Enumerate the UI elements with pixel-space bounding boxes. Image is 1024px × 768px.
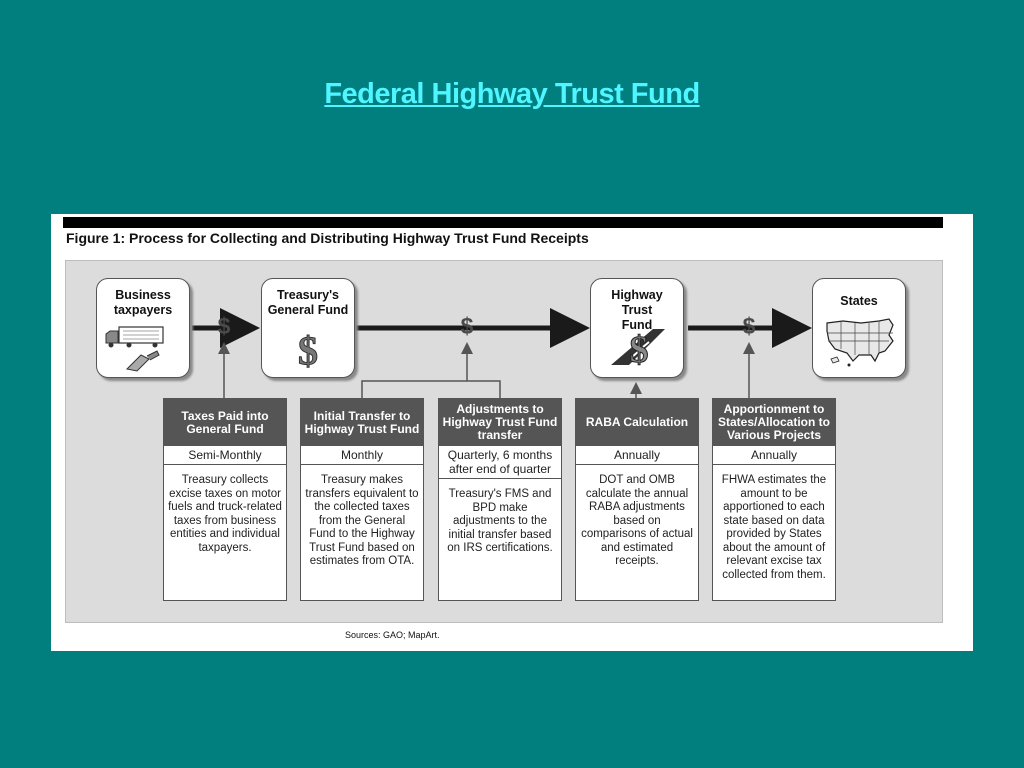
slide-title: Federal Highway Trust Fund	[324, 78, 700, 110]
node-treasury-general-fund: Treasury's General Fund $	[261, 278, 355, 378]
figure-sources: Sources: GAO; MapArt.	[345, 630, 440, 640]
truck-and-fuel-nozzle-icon	[105, 326, 164, 372]
svg-text:$: $	[630, 329, 649, 371]
box-description: FHWA estimates the amount to be apportio…	[721, 474, 827, 581]
dollar-icon: $	[298, 328, 319, 374]
connector-boxes-2-3	[361, 380, 501, 398]
box-frequency: Semi-Monthly	[164, 446, 286, 465]
box-frequency: Monthly	[301, 446, 423, 465]
box-frequency: Annually	[576, 446, 698, 465]
box-title: Initial Transfer to Highway Trust Fund	[301, 399, 423, 446]
svg-text:$: $	[298, 328, 318, 373]
box-taxes-paid: Taxes Paid into General Fund Semi-Monthl…	[163, 398, 287, 601]
box-title: Apportionment to States/Allocation to Va…	[713, 399, 835, 446]
us-map-icon	[826, 318, 894, 367]
flow-arrows	[192, 308, 812, 398]
figure: Figure 1: Process for Collecting and Dis…	[51, 214, 973, 651]
node-label: Business taxpayers	[113, 288, 173, 317]
box-raba-calculation: RABA Calculation Annually DOT and OMB ca…	[575, 398, 699, 601]
dollar-sign-2: $	[460, 313, 474, 339]
box-title: Taxes Paid into General Fund	[164, 399, 286, 446]
node-label: States	[840, 294, 878, 308]
node-highway-trust-fund: Highway Trust Fund $	[590, 278, 684, 378]
node-label: Treasury's General Fund	[267, 288, 349, 317]
box-description: DOT and OMB calculate the annual RABA ad…	[581, 474, 693, 567]
box-title: Adjustments to Highway Trust Fund transf…	[439, 399, 561, 446]
box-description: Treasury makes transfers equivalent to t…	[305, 474, 419, 567]
box-title: RABA Calculation	[576, 399, 698, 446]
box-frequency: Annually	[713, 446, 835, 465]
box-adjustments: Adjustments to Highway Trust Fund transf…	[438, 398, 562, 601]
box-apportionment: Apportionment to States/Allocation to Va…	[712, 398, 836, 601]
node-business-taxpayers: Business taxpayers	[96, 278, 190, 378]
node-label: Highway Trust Fund	[611, 288, 663, 332]
figure-top-rule	[63, 217, 943, 228]
dollar-road-icon: $	[611, 329, 665, 372]
dollar-sign-3: $	[742, 313, 756, 339]
box-frequency: Quarterly, 6 months after end of quarter	[439, 446, 561, 479]
box-description: Treasury collects excise taxes on motor …	[168, 474, 282, 554]
box-initial-transfer: Initial Transfer to Highway Trust Fund M…	[300, 398, 424, 601]
node-states: States	[812, 278, 906, 378]
figure-caption: Figure 1: Process for Collecting and Dis…	[66, 230, 589, 246]
diagram-panel: $ $ $ Business taxpayers Treasury's Gene…	[65, 260, 943, 623]
box-description: Treasury's FMS and BPD make adjustments …	[447, 488, 553, 554]
dollar-sign-1: $	[217, 313, 231, 339]
